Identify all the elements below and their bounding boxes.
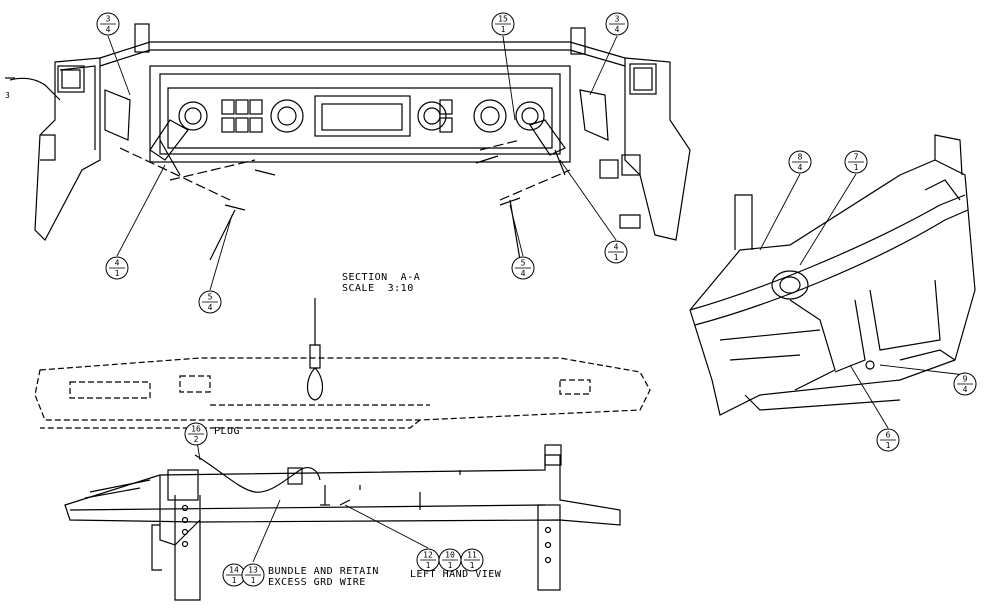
radio-unit [314,95,411,137]
bundle-note-line2: EXCESS GRD WIRE [268,577,366,588]
callout-bubble: 162 [184,422,208,446]
callout-item-number: 12 [423,551,433,560]
callout-quantity: 4 [798,163,803,172]
callout-quantity: 1 [614,253,619,262]
callout-item-number: 5 [208,293,213,302]
callout-bubble: 34 [96,12,120,36]
callout-bubble: 94 [953,372,977,396]
callout-quantity: 1 [251,576,256,585]
callout-item-number: 14 [229,566,239,575]
switch-grid [221,99,453,133]
console-perspective-view [689,134,976,416]
callout-bubble: 151 [491,12,515,36]
callout-layer: 3415134415454418471946116214113112110111… [96,12,977,587]
callout-quantity: 1 [854,163,859,172]
callout-item-number: 6 [886,431,891,440]
callout-bubble: 101 [438,548,462,572]
callout-bubble: 34 [605,12,629,36]
callout-bubble: 131 [241,563,265,587]
callout-quantity: 4 [106,25,111,34]
gauge-dials [178,99,545,133]
callout-bubble: 41 [604,240,628,264]
callout-item-number: 3 [615,15,620,24]
callout-bubble: 121 [416,548,440,572]
callout-quantity: 1 [501,25,506,34]
wire-tag-label: 3 [5,91,11,100]
callout-bubble: 54 [511,256,535,280]
callout-quantity: 4 [963,385,968,394]
callout-item-number: 11 [467,551,477,560]
callout-item-number: 5 [521,259,526,268]
callout-bubble: 54 [198,290,222,314]
callout-item-number: 3 [106,15,111,24]
plug-label: PLUG [214,426,241,437]
callout-quantity: 1 [448,561,453,570]
callout-quantity: 1 [115,269,120,278]
callout-item-number: 7 [854,153,859,162]
callout-item-number: 10 [445,551,455,560]
callout-item-number: 4 [614,243,619,252]
callout-item-number: 8 [798,153,803,162]
bolt-detail [306,298,324,401]
left-hand-view [64,444,621,601]
callout-bubble: 111 [460,548,484,572]
callout-quantity: 1 [426,561,431,570]
callout-item-number: 9 [963,375,968,384]
callout-quantity: 1 [470,561,475,570]
bundle-note-line1: BUNDLE AND RETAIN [268,566,379,577]
left-hand-view-label: LEFT HAND VIEW [410,569,502,580]
callout-bubble: 71 [844,150,868,174]
callout-bubble: 41 [105,256,129,280]
callout-bubble: 61 [876,428,900,452]
callout-item-number: 13 [248,566,258,575]
callout-bubble: 84 [788,150,812,174]
callout-quantity: 2 [194,435,199,444]
leader-lines [107,35,966,563]
callout-quantity: 4 [208,303,213,312]
callout-quantity: 4 [521,269,526,278]
callout-item-number: 15 [498,15,508,24]
callout-quantity: 1 [232,576,237,585]
section-title: SECTION A-A [342,272,421,283]
callout-item-number: 4 [115,259,120,268]
section-scale: SCALE 3:10 [342,283,414,294]
callout-quantity: 1 [886,441,891,450]
console-front-view [5,23,691,261]
section-a-a-view [34,357,651,429]
callout-item-number: 16 [191,425,201,434]
callout-quantity: 4 [615,25,620,34]
